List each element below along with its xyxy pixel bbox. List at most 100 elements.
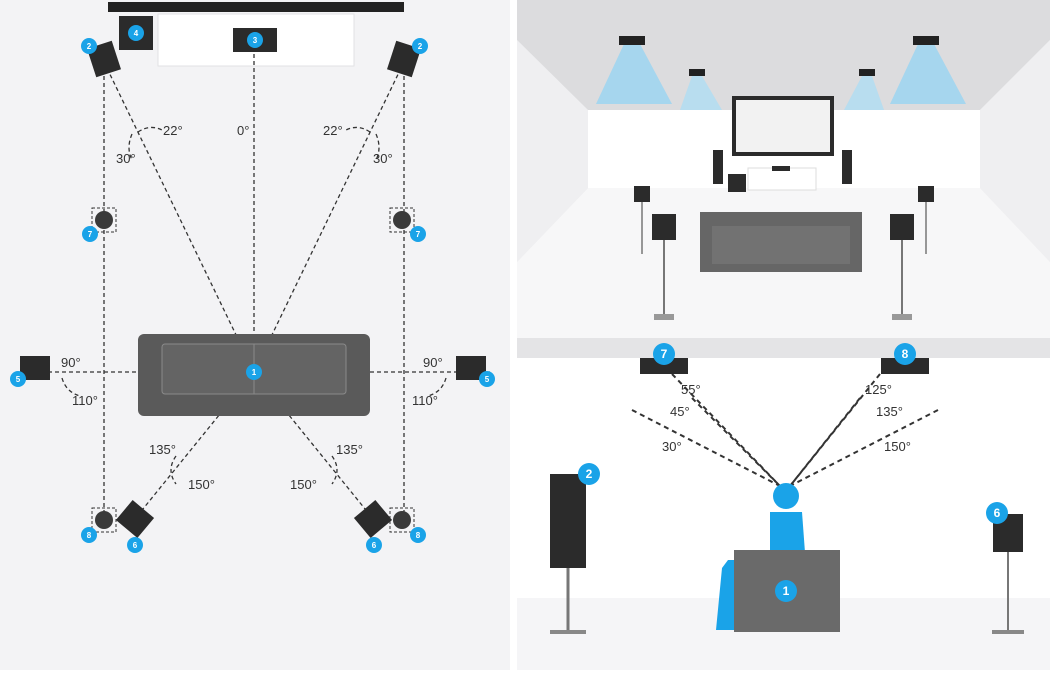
side-rear-speaker-base — [992, 630, 1024, 634]
room-perspective-panel — [517, 0, 1050, 338]
svg-text:4: 4 — [134, 29, 139, 38]
angle-center: 0° — [237, 123, 249, 138]
side-ceiling-speaker-front — [640, 358, 688, 374]
svg-text:5: 5 — [16, 375, 21, 384]
cone-front-right — [890, 44, 966, 104]
badge-ceiling-rear: 8 — [894, 343, 916, 365]
ray-45 — [691, 397, 781, 487]
arc-side-left — [61, 377, 81, 397]
room-subwoofer — [728, 174, 746, 192]
angle-side-outer-right: 110° — [412, 393, 438, 408]
angle-rear-150: 150° — [884, 439, 911, 454]
side-front-speaker-base — [550, 630, 586, 634]
badge-center: 3 — [247, 32, 263, 48]
rear-right-speaker — [353, 500, 393, 538]
ceiling-speaker-rear-left — [689, 69, 705, 76]
svg-text:7: 7 — [416, 230, 421, 239]
listener-head — [773, 483, 799, 509]
room-rear-left-speaker — [652, 214, 676, 240]
arc-side-right — [427, 377, 447, 397]
angle-rear-outer-left: 150° — [188, 477, 215, 492]
ceiling-speaker-front-left — [619, 36, 645, 45]
badge-side-left: 5 — [10, 371, 26, 387]
panel-separator — [510, 0, 517, 670]
badge-rear-right: 6 — [366, 537, 382, 553]
badge-back-left: 8 — [81, 527, 97, 543]
badge-front-right: 2 — [412, 38, 428, 54]
cone-rear-left — [680, 76, 722, 110]
room-side-right-speaker — [918, 186, 934, 202]
room-center-speaker — [772, 166, 790, 171]
badge-mid-left: 7 — [82, 226, 98, 242]
room-rear-right-speaker — [890, 214, 914, 240]
ceiling-speaker-rear-right — [859, 69, 875, 76]
svg-text:1: 1 — [783, 584, 790, 598]
badge-rear-speaker: 6 — [986, 502, 1008, 524]
badge-back-right: 8 — [410, 527, 426, 543]
room-rear-right-base — [892, 314, 912, 320]
height-rays — [631, 373, 939, 487]
angle-rear-135: 135° — [876, 404, 903, 419]
angle-rear-outer-right: 150° — [290, 477, 317, 492]
angle-front-outer-right: 30° — [373, 151, 393, 166]
ray-150 — [789, 409, 939, 487]
top-view-panel: 0° 22° 30° 22° 30° 90° 110° 90° 110° 135… — [0, 0, 510, 670]
top-angle-labels: 0° 22° 30° 22° 30° 90° 110° 90° 110° 135… — [61, 123, 443, 492]
side-front-speaker — [550, 474, 586, 568]
angle-rear-125: 125° — [865, 382, 892, 397]
side-badges: 7 8 2 6 1 — [578, 343, 1008, 602]
badge-front-left: 2 — [81, 38, 97, 54]
room-sofa-seat — [712, 226, 850, 264]
arc-front-left-outer — [128, 133, 133, 161]
svg-text:7: 7 — [88, 230, 93, 239]
side-view-ceiling — [517, 338, 1050, 358]
svg-text:2: 2 — [418, 42, 423, 51]
mid-right-ceiling-speaker — [393, 211, 411, 229]
badge-rear-left: 6 — [127, 537, 143, 553]
back-right-frame — [389, 507, 415, 533]
angle-rear-inner-right: 135° — [336, 442, 363, 457]
side-ceiling-speaker-rear — [881, 358, 929, 374]
angle-front-55: 55° — [681, 382, 701, 397]
side-angle-labels: 55° 45° 30° 125° 135° 150° — [662, 382, 911, 454]
back-right-ceiling-speaker — [393, 511, 411, 529]
mid-right-frame — [389, 207, 415, 233]
svg-text:2: 2 — [586, 467, 593, 481]
angle-side-inner-right: 90° — [423, 355, 443, 370]
ceiling-speaker-front-right — [913, 36, 939, 45]
angle-front-30: 30° — [662, 439, 682, 454]
angle-side-inner-left: 90° — [61, 355, 81, 370]
room-ceiling — [517, 0, 1050, 110]
angle-front-outer-left: 30° — [116, 151, 136, 166]
angle-rear-inner-left: 135° — [149, 442, 176, 457]
room-tv-screen — [736, 100, 830, 152]
arc-front-right-outer — [375, 133, 380, 161]
badge-listener: 1 — [246, 364, 262, 380]
screen-wall — [108, 2, 404, 12]
badge-listener-seat: 1 — [775, 580, 797, 602]
angle-front-45: 45° — [670, 404, 690, 419]
arc-front-right-inner — [345, 126, 371, 133]
badge-mid-right: 7 — [410, 226, 426, 242]
back-left-ceiling-speaker — [95, 511, 113, 529]
arc-front-left-inner — [137, 126, 163, 133]
svg-text:5: 5 — [485, 375, 490, 384]
svg-text:6: 6 — [133, 541, 138, 550]
svg-text:8: 8 — [416, 531, 421, 540]
cone-rear-right — [844, 76, 884, 110]
room-front-right-tower — [842, 150, 852, 184]
arc-rear-left — [170, 455, 177, 485]
front-left-line — [103, 61, 255, 373]
svg-text:6: 6 — [372, 541, 377, 550]
svg-text:1: 1 — [252, 368, 257, 377]
ray-55 — [671, 373, 781, 487]
ray-125 — [789, 373, 881, 487]
room-front-left-tower — [713, 150, 723, 184]
angle-front-inner-left: 22° — [163, 123, 183, 138]
badge-ceiling-front: 7 — [653, 343, 675, 365]
svg-text:8: 8 — [902, 347, 909, 361]
mid-left-ceiling-speaker — [95, 211, 113, 229]
top-badges: 1 2 2 3 4 5 5 6 6 7 7 8 8 — [10, 25, 495, 553]
